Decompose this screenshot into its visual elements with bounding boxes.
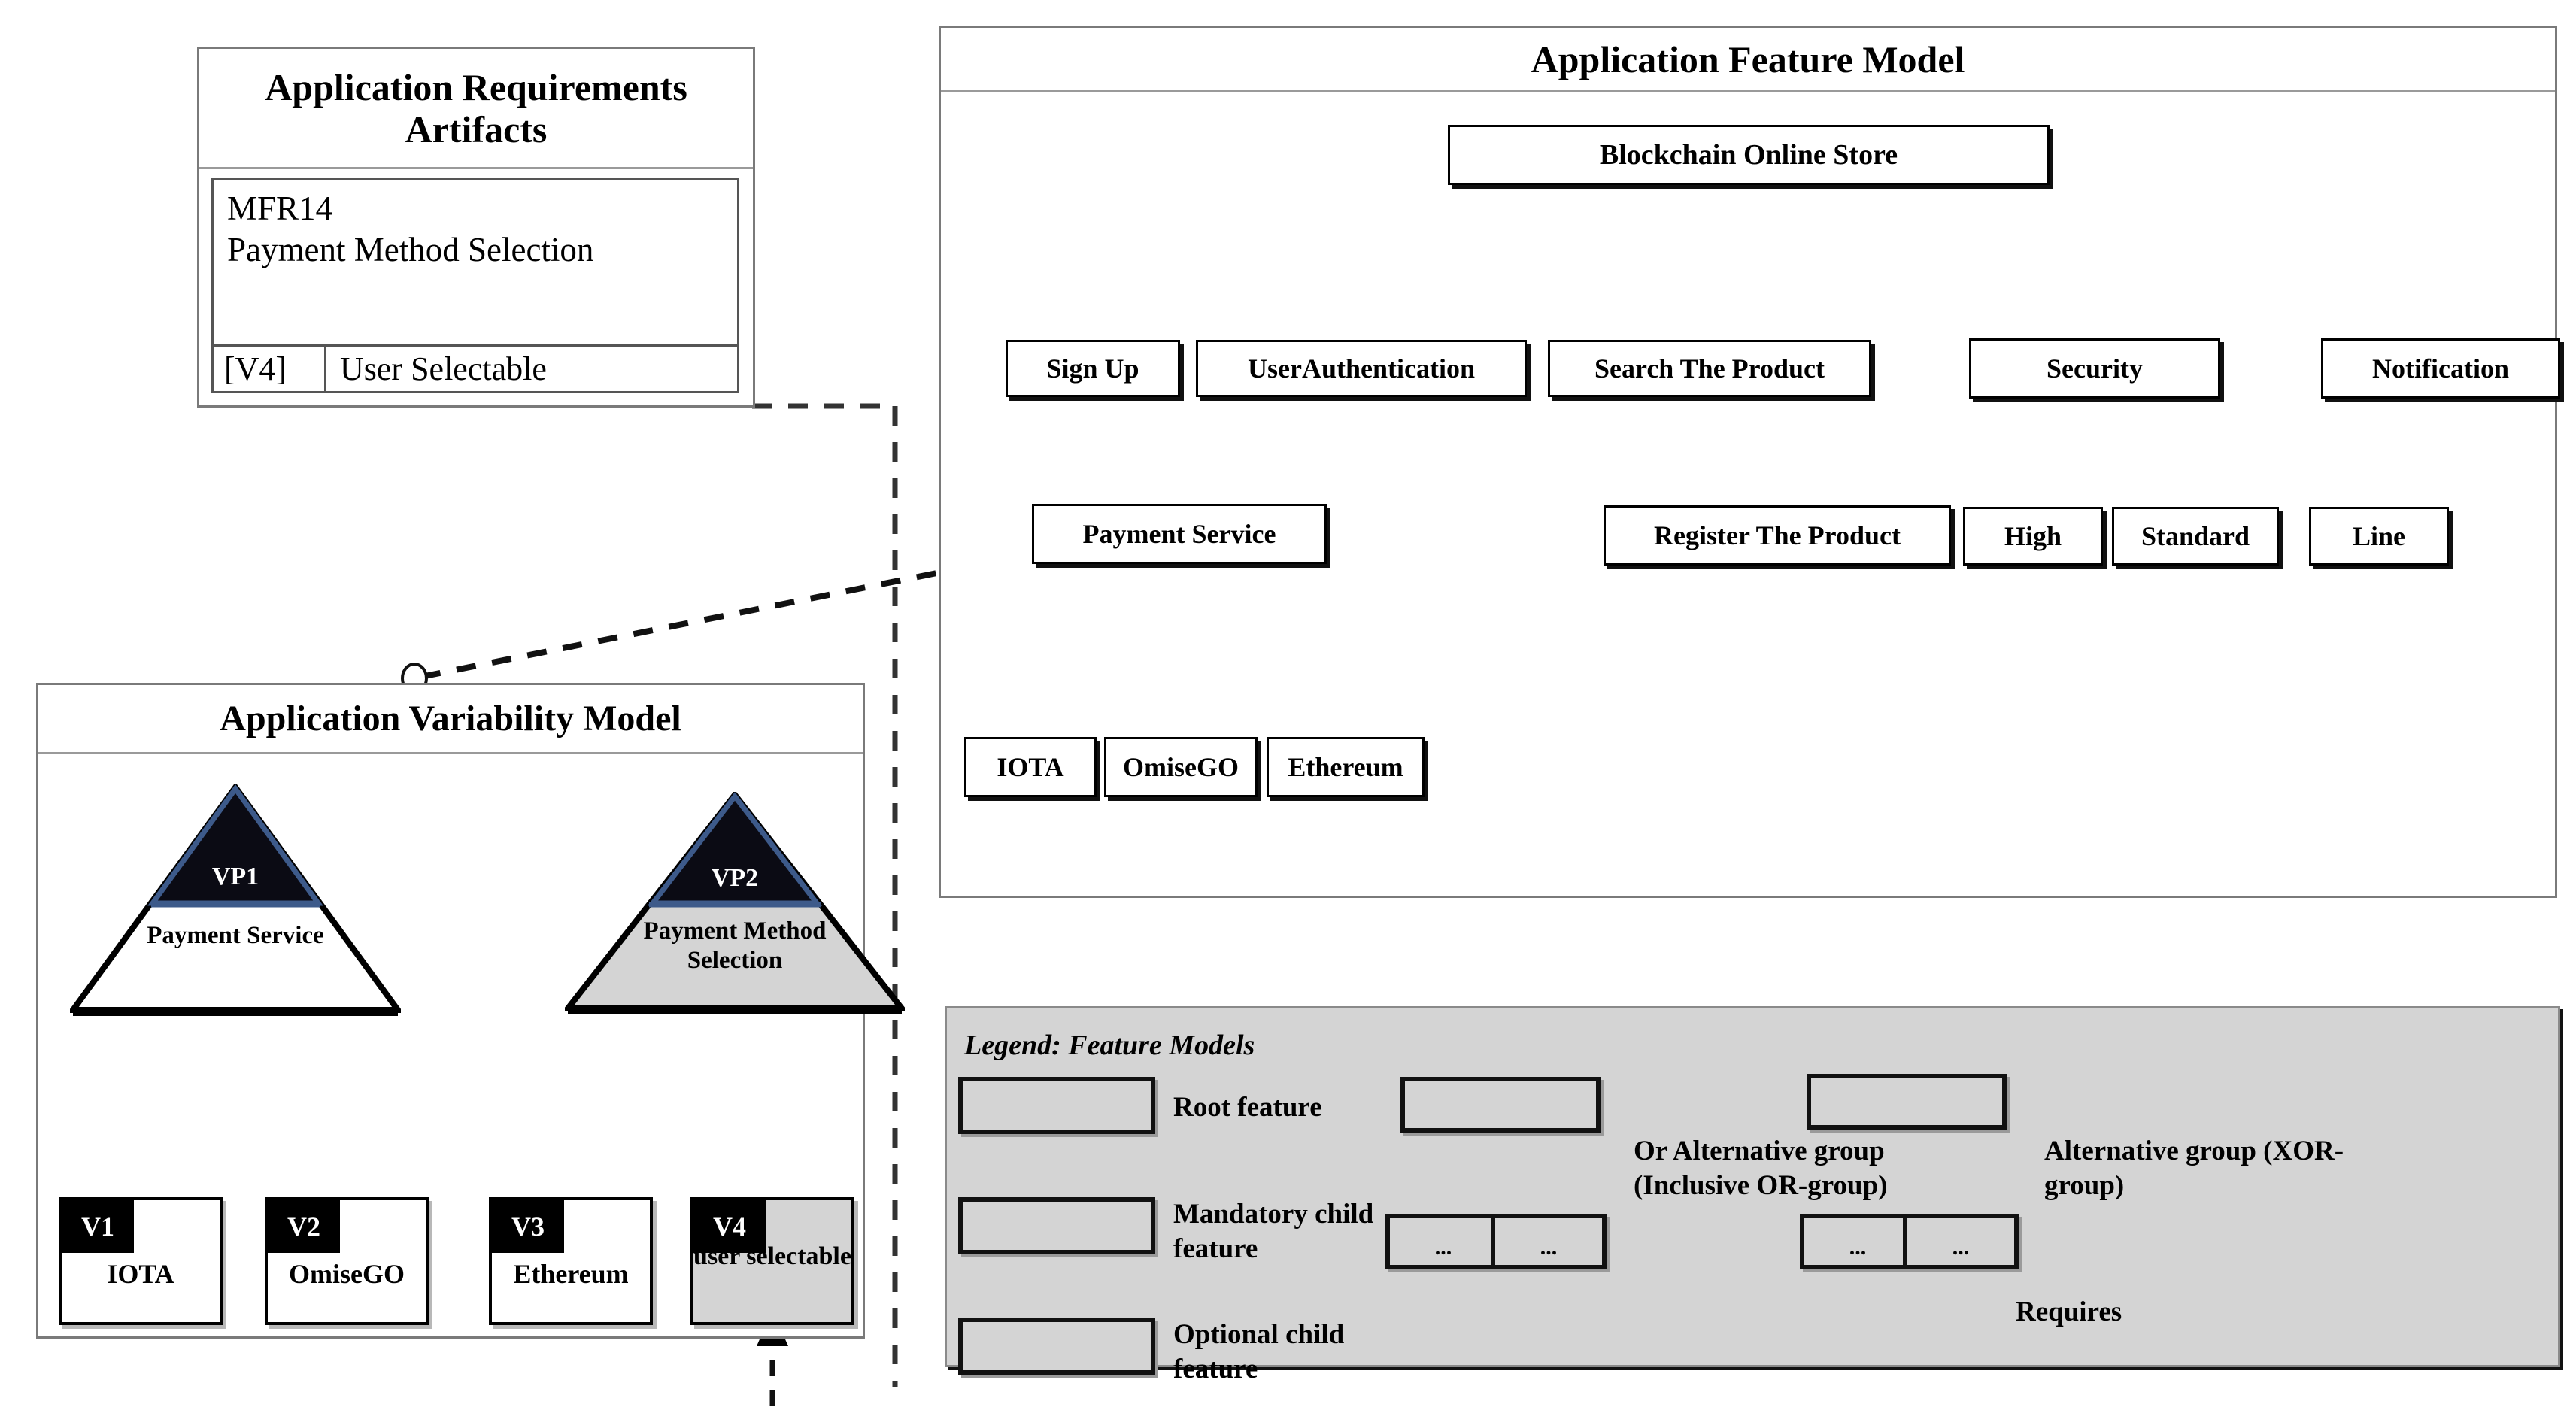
variant-box-v2[interactable]: V2 OmiseGO (265, 1197, 429, 1325)
vp1-name: Payment Service (147, 922, 324, 949)
legend-root-feature-label: Root feature (1173, 1092, 1322, 1123)
legend-or-group-child-1: ... (1385, 1214, 1501, 1269)
legend-optional-feature-box (958, 1318, 1155, 1375)
legend-xor-group-label: Alternative group (XOR-group) (2044, 1136, 2344, 1202)
variant-label-cell: User Selectable (340, 350, 547, 387)
feature-box-security[interactable]: Security (1969, 338, 2220, 399)
legend-or-group-child-2: ... (1491, 1214, 1607, 1269)
feature-box-register-the-product[interactable]: Register The Product (1604, 505, 1951, 566)
variant-v3-id: V3 (492, 1200, 564, 1253)
feature-box-omisego[interactable]: OmiseGO (1104, 737, 1258, 797)
feature-box-search-the-product[interactable]: Search The Product (1548, 340, 1871, 397)
legend-root-feature-box (958, 1077, 1155, 1134)
feature-box-standard[interactable]: Standard (2112, 507, 2279, 566)
feature-box-root[interactable]: Blockchain Online Store (1448, 125, 2050, 185)
variant-v3-name: Ethereum (513, 1259, 629, 1289)
legend-requires-label: Requires (2016, 1296, 2122, 1327)
legend-mandatory-feature-label: Mandatory child feature (1173, 1199, 1374, 1265)
requirement-text: MFR14 Payment Method Selection (214, 180, 737, 331)
feature-box-user-authentication[interactable]: UserAuthentication (1196, 340, 1527, 397)
variant-id-cell: [V4] (214, 347, 326, 391)
feature-box-iota[interactable]: IOTA (964, 737, 1097, 797)
variant-v2-id: V2 (268, 1200, 340, 1253)
requirement-description: Payment Method Selection (227, 230, 594, 268)
variant-v4-name: user selectable (693, 1242, 851, 1270)
feature-box-ethereum[interactable]: Ethereum (1267, 737, 1425, 797)
variant-v4-id: V4 (693, 1200, 766, 1253)
legend-title: Legend: Feature Models (964, 1029, 1255, 1061)
vp1-id: VP1 (211, 863, 259, 890)
feature-box-notification[interactable]: Notification (2321, 338, 2560, 399)
legend-optional-feature-label: Optional child feature (1173, 1319, 1345, 1385)
vp2-name: Payment Method Selection (643, 917, 827, 974)
legend-xor-group-parent-box (1807, 1074, 2007, 1130)
vp2-triangle-shape (565, 792, 905, 1014)
variation-point-vp2[interactable]: VP2 Payment Method Selection (565, 792, 905, 1014)
legend-or-group-label: Or Alternative group (Inclusive OR-group… (1634, 1136, 1888, 1202)
requirement-id: MFR14 (227, 190, 333, 227)
variant-box-v1[interactable]: V1 IOTA (59, 1197, 223, 1325)
variant-v1-name: IOTA (107, 1259, 174, 1289)
feature-box-sign-up[interactable]: Sign Up (1006, 340, 1180, 397)
feature-box-payment-service[interactable]: Payment Service (1032, 504, 1327, 564)
requirements-panel-title: Application Requirements Artifacts (199, 49, 753, 169)
feature-box-high[interactable]: High (1963, 507, 2103, 566)
variant-v1-id: V1 (62, 1200, 134, 1253)
variation-point-vp1[interactable]: VP1 Payment Service (70, 784, 401, 1016)
legend-panel (945, 1006, 2560, 1367)
legend-mandatory-feature-box (958, 1197, 1155, 1254)
legend-or-group-parent-box (1400, 1077, 1601, 1133)
variability-panel-title: Application Variability Model (38, 685, 863, 754)
vp2-id: VP2 (711, 864, 759, 892)
requirement-card: MFR14 Payment Method Selection [V4] User… (211, 178, 739, 393)
variant-box-v4[interactable]: V4 user selectable (690, 1197, 854, 1325)
feature-panel-title: Application Feature Model (941, 28, 2555, 92)
feature-box-line[interactable]: Line (2309, 507, 2449, 566)
vp1-triangle-shape (70, 784, 401, 1016)
variant-box-v3[interactable]: V3 Ethereum (489, 1197, 653, 1325)
variant-v2-name: OmiseGO (289, 1259, 405, 1289)
legend-xor-group-child-2: ... (1903, 1214, 2019, 1269)
legend-xor-group-child-1: ... (1800, 1214, 1916, 1269)
requirements-artifacts-panel: Application Requirements Artifacts MFR14… (197, 47, 755, 408)
requirement-variant-row: [V4] User Selectable (214, 344, 737, 391)
